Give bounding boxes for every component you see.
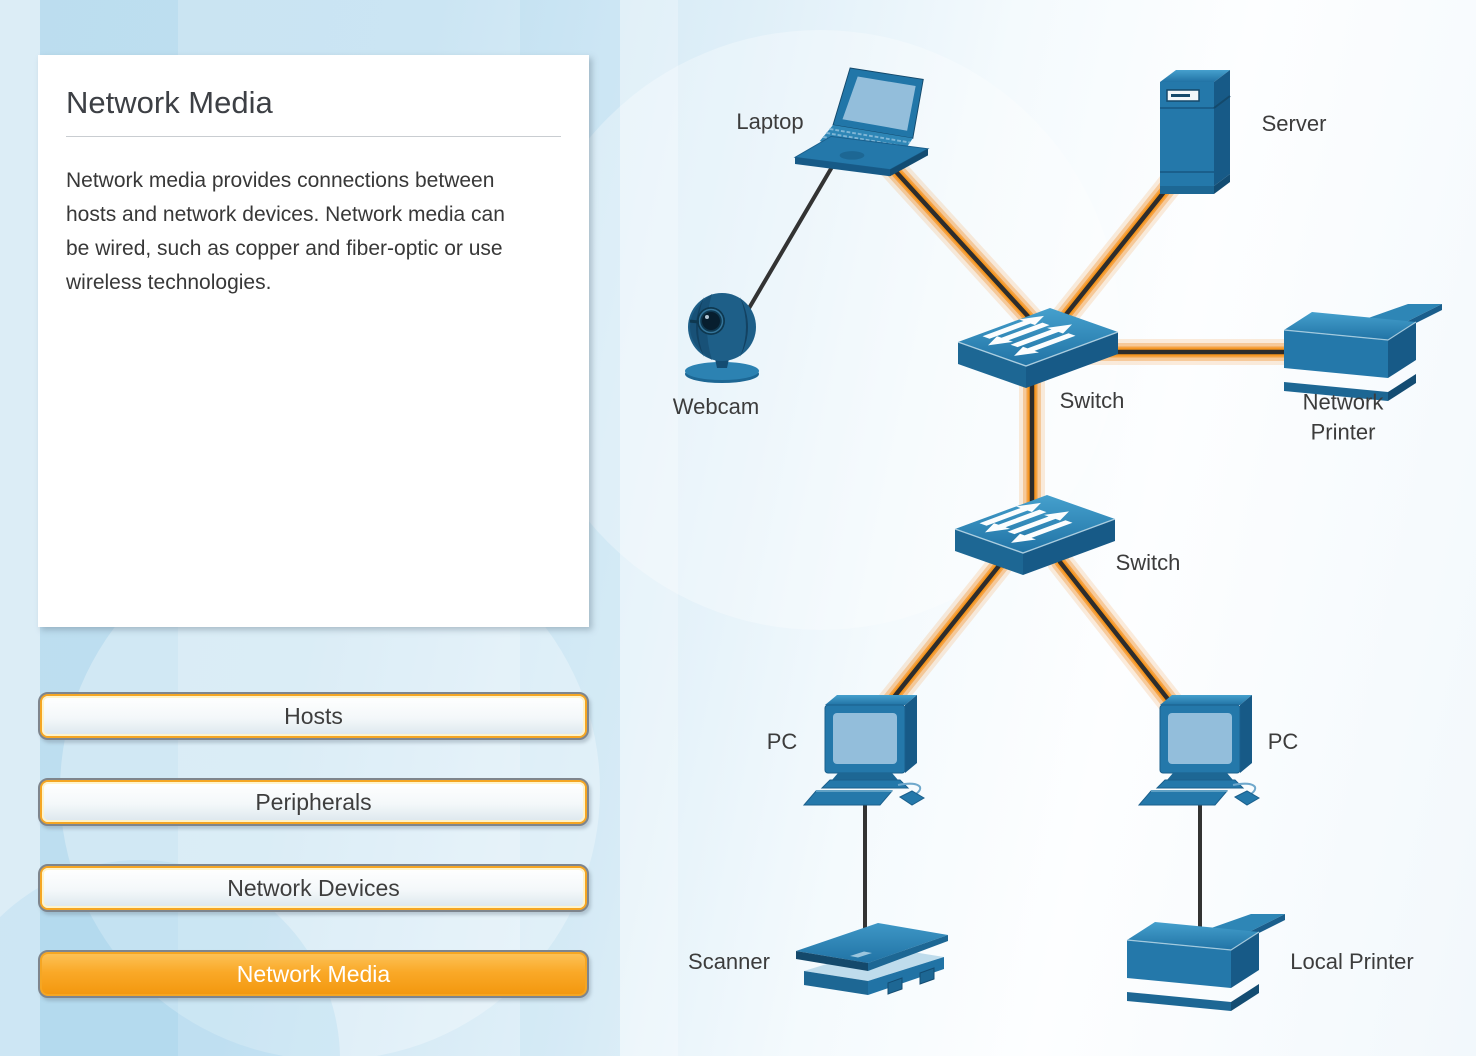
switch-bottom-icon (954, 494, 1116, 576)
local-printer-icon (1126, 913, 1286, 1012)
pc-right-icon (1138, 694, 1260, 806)
webcam-icon (685, 293, 759, 383)
switch-top-label: Switch (1059, 388, 1125, 414)
server-label: Server (1261, 111, 1327, 137)
peripherals-button-label: Peripherals (42, 782, 585, 822)
panel-title: Network Media (66, 85, 273, 120)
network-printer-label: Network Printer (1302, 389, 1384, 444)
hosts-button[interactable]: Hosts (38, 692, 589, 740)
category-buttons: Hosts Peripherals Network Devices Networ… (38, 692, 589, 998)
local-printer-label: Local Printer (1290, 949, 1414, 975)
peripherals-button[interactable]: Peripherals (38, 778, 589, 826)
pc-left-icon (803, 694, 925, 806)
laptop-icon (793, 67, 930, 177)
network-devices-button-label: Network Devices (42, 868, 585, 908)
link-server-switch-highlighted (1039, 169, 1185, 345)
scanner-icon (796, 923, 948, 995)
hosts-button-label: Hosts (42, 696, 585, 736)
title-divider (66, 136, 561, 137)
panel-body-text: Network media provides connections betwe… (66, 169, 505, 295)
network-media-button[interactable]: Network Media (38, 950, 589, 998)
switch-top-icon (957, 307, 1119, 389)
scanner-label: Scanner (688, 949, 770, 975)
link-switch-pc-left-highlighted (869, 549, 1015, 725)
background-circle (520, 30, 1120, 630)
pc-right-label: PC (1267, 729, 1299, 755)
network-devices-button[interactable]: Network Devices (38, 864, 589, 912)
background-stripe (0, 0, 40, 1056)
link-laptop-switch-highlighted (865, 139, 1058, 348)
link-laptop-webcam (743, 148, 844, 317)
background-stripe (620, 0, 678, 1056)
laptop-label: Laptop (736, 109, 804, 135)
network-media-button-label: Network Media (42, 954, 585, 994)
server-icon (1160, 70, 1231, 194)
webcam-label: Webcam (672, 394, 760, 420)
switch-bottom-label: Switch (1115, 550, 1181, 576)
network-links (743, 139, 1333, 952)
info-panel: Network Media Network media provides con… (38, 55, 589, 627)
pc-left-label: PC (766, 729, 798, 755)
link-switch-pc-right-highlighted (1047, 549, 1191, 725)
